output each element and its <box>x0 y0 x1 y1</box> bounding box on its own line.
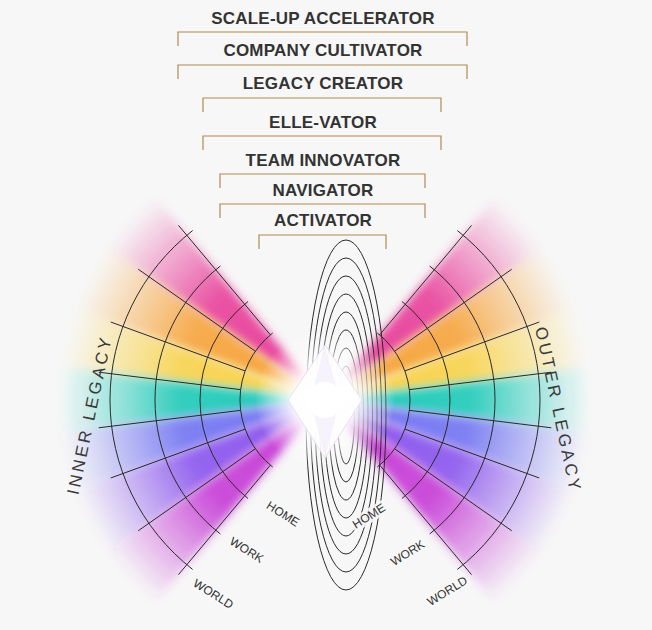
arc-line <box>430 266 495 534</box>
arc-grid <box>99 225 552 574</box>
arc-line <box>200 301 248 498</box>
radial-line <box>111 322 245 371</box>
ring-label: WORLD <box>189 575 238 613</box>
arc-line <box>457 231 540 570</box>
crystal-glow <box>255 330 395 470</box>
level-bracket <box>259 235 386 249</box>
radial-line <box>99 410 241 427</box>
level-label: TEAM INNOVATOR <box>246 151 401 171</box>
level-label: SCALE-UP ACCELERATOR <box>211 9 434 29</box>
arc-line <box>155 266 220 534</box>
radial-line <box>409 410 551 427</box>
ring-label: WORLD <box>423 572 472 610</box>
arc-line <box>110 231 193 570</box>
ring-label: HOME <box>262 497 303 530</box>
level-bracket <box>203 136 441 150</box>
radial-line <box>405 322 539 371</box>
ring-label: WORK <box>226 533 268 567</box>
radial-line <box>178 465 270 575</box>
radial-line <box>380 465 472 575</box>
radial-line <box>395 449 512 531</box>
ring-label: WORK <box>387 536 429 570</box>
radial-line <box>99 372 241 389</box>
level-label: ACTIVATOR <box>274 211 372 231</box>
radial-line <box>138 449 255 531</box>
level-label: LEGACY CREATOR <box>243 74 404 94</box>
level-label: ELLE-VATOR <box>269 113 377 133</box>
ring-label: HOME <box>348 499 389 532</box>
radial-line <box>380 225 472 335</box>
side-title: OUTER LEGACY <box>531 325 586 495</box>
side-title: INNER LEGACY <box>63 333 116 496</box>
level-brackets <box>178 32 467 249</box>
arc-line <box>402 301 450 498</box>
level-label: NAVIGATOR <box>273 181 374 201</box>
color-rays <box>62 197 588 603</box>
radial-line <box>409 372 551 389</box>
level-label: COMPANY CULTIVATOR <box>223 41 422 61</box>
level-bracket <box>203 98 441 112</box>
crystal-diamond <box>288 345 362 458</box>
radial-line <box>178 225 270 335</box>
